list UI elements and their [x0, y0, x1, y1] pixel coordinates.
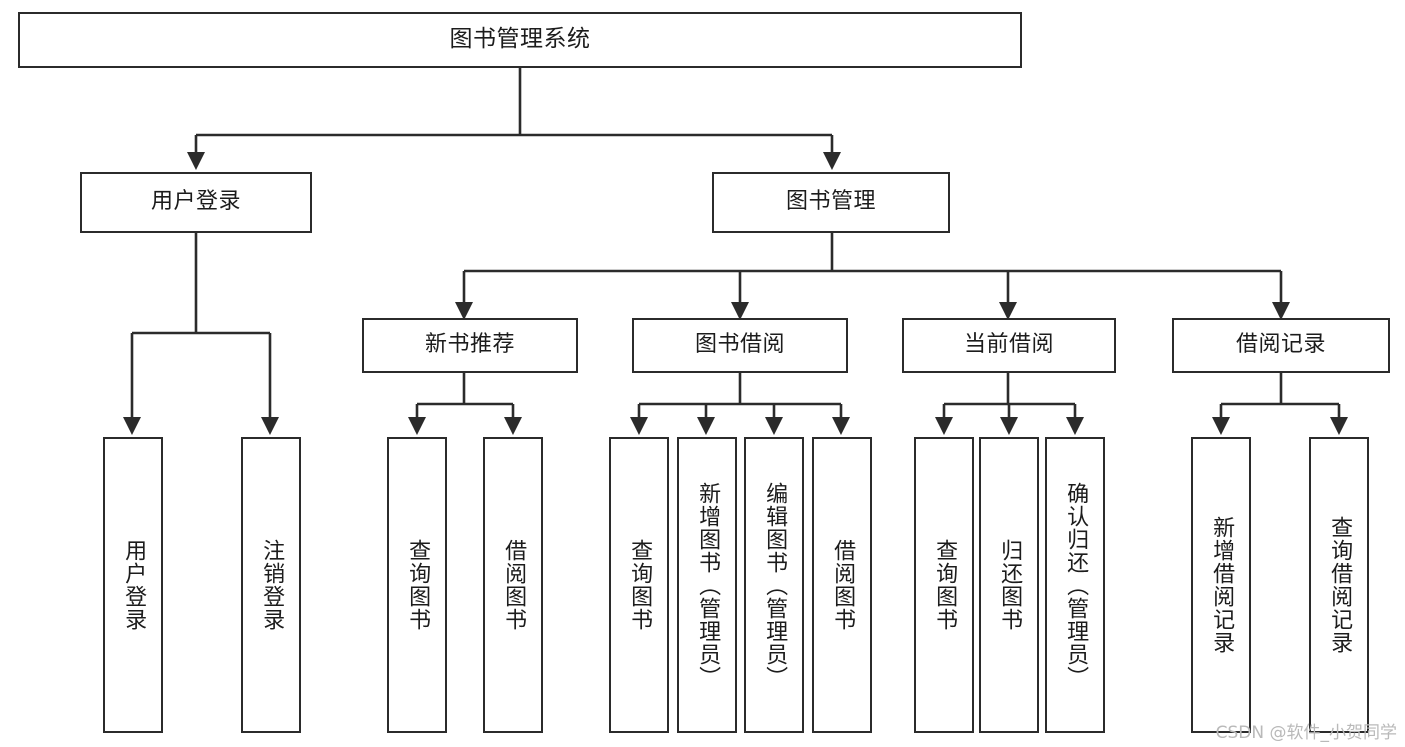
node-leaf-return-book-label: 归还图书 — [997, 539, 1023, 631]
node-book-borrow[interactable]: 图书借阅 — [632, 318, 848, 373]
node-leaf-query-record[interactable]: 查询借阅记录 — [1309, 437, 1369, 733]
node-leaf-query-book-1-label: 查询图书 — [405, 539, 431, 631]
node-borrow-record[interactable]: 借阅记录 — [1172, 318, 1390, 373]
node-book-manage-label: 图书管理 — [785, 189, 876, 215]
node-user-login-label: 用户登录 — [150, 189, 241, 215]
node-leaf-return-book[interactable]: 归还图书 — [979, 437, 1039, 733]
node-borrow-record-label: 借阅记录 — [1235, 332, 1326, 358]
node-leaf-add-record[interactable]: 新增借阅记录 — [1191, 437, 1251, 733]
node-leaf-confirm-return-label: 确认归还（管理员） — [1063, 481, 1089, 689]
node-leaf-borrow-book-1[interactable]: 借阅图书 — [483, 437, 543, 733]
node-leaf-confirm-return[interactable]: 确认归还（管理员） — [1045, 437, 1105, 733]
node-leaf-edit-book-label: 编辑图书（管理员） — [762, 481, 788, 689]
node-leaf-query-book-1[interactable]: 查询图书 — [387, 437, 447, 733]
csdn-watermark: CSDN @软件_小贺同学 — [1215, 723, 1397, 743]
node-leaf-query-book-2[interactable]: 查询图书 — [609, 437, 669, 733]
node-current-borrow-label: 当前借阅 — [963, 332, 1054, 358]
node-new-book-rec[interactable]: 新书推荐 — [362, 318, 578, 373]
node-leaf-logout[interactable]: 注销登录 — [241, 437, 301, 733]
node-leaf-edit-book[interactable]: 编辑图书（管理员） — [744, 437, 804, 733]
node-root[interactable]: 图书管理系统 — [18, 12, 1022, 68]
node-leaf-query-record-label: 查询借阅记录 — [1327, 516, 1353, 654]
node-book-manage[interactable]: 图书管理 — [712, 172, 950, 233]
node-leaf-borrow-book-1-label: 借阅图书 — [501, 539, 527, 631]
node-current-borrow[interactable]: 当前借阅 — [902, 318, 1116, 373]
node-leaf-user-login[interactable]: 用户登录 — [103, 437, 163, 733]
node-leaf-add-record-label: 新增借阅记录 — [1209, 516, 1235, 654]
node-new-book-rec-label: 新书推荐 — [424, 332, 515, 358]
node-leaf-borrow-book-2-label: 借阅图书 — [830, 539, 856, 631]
node-user-login[interactable]: 用户登录 — [80, 172, 312, 233]
node-leaf-logout-label: 注销登录 — [259, 539, 285, 631]
node-leaf-query-book-3-label: 查询图书 — [932, 539, 958, 631]
node-leaf-user-login-label: 用户登录 — [121, 539, 147, 631]
node-leaf-add-book-label: 新增图书（管理员） — [695, 481, 721, 689]
node-leaf-query-book-3[interactable]: 查询图书 — [914, 437, 974, 733]
node-book-borrow-label: 图书借阅 — [694, 332, 785, 358]
node-leaf-add-book[interactable]: 新增图书（管理员） — [677, 437, 737, 733]
node-leaf-borrow-book-2[interactable]: 借阅图书 — [812, 437, 872, 733]
node-leaf-query-book-2-label: 查询图书 — [627, 539, 653, 631]
node-root-label: 图书管理系统 — [449, 26, 591, 53]
